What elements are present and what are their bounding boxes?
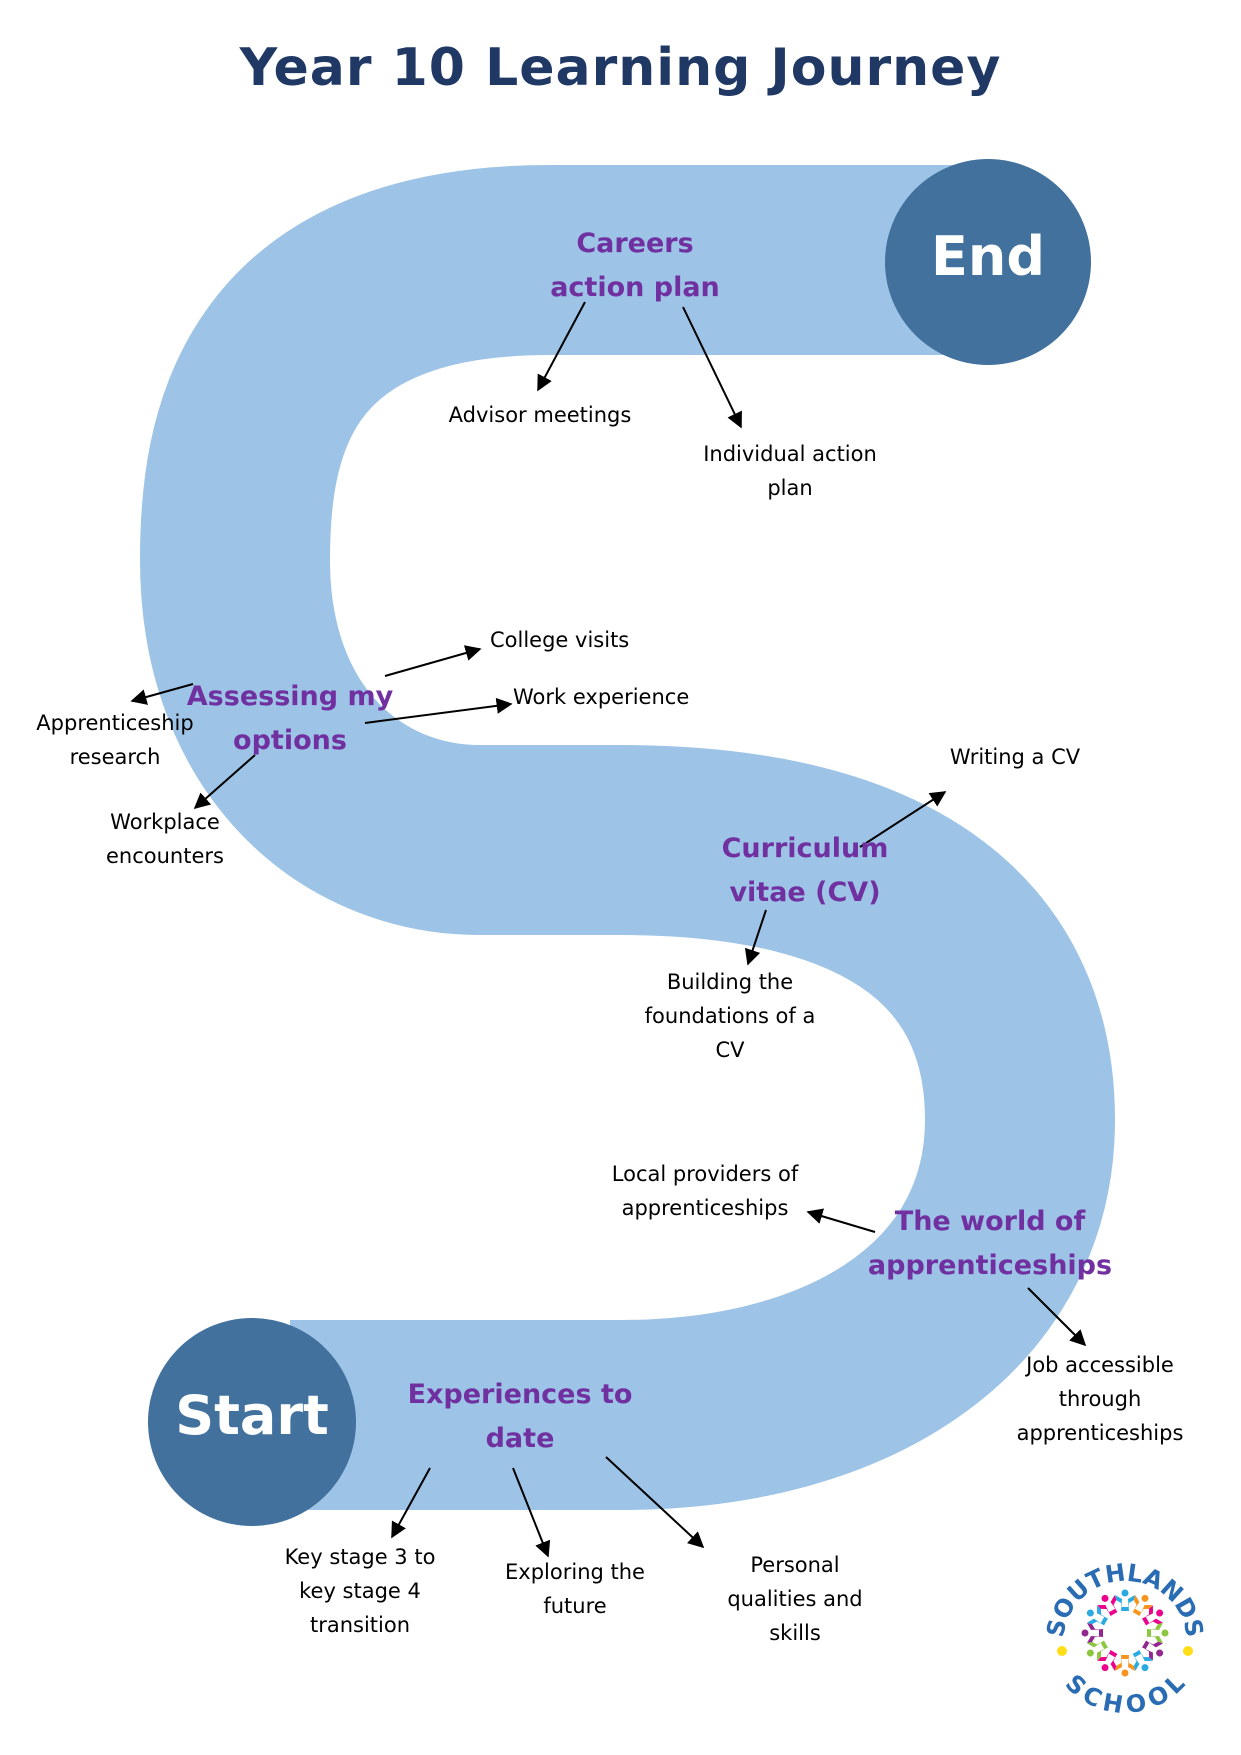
- stage-line: apprenticeships: [867, 1250, 1113, 1281]
- stage-experiences-to-date: Experiences to date: [400, 1373, 640, 1461]
- subtopic-local-providers: Local providers of apprenticeships: [600, 1157, 810, 1225]
- logo-person-figure: [1097, 1594, 1118, 1616]
- logo-person-figure: [1132, 1650, 1153, 1672]
- arrows: [130, 301, 1087, 1558]
- subtopic-line: Personal: [750, 1553, 840, 1577]
- stage-line: The world of: [894, 1206, 1086, 1237]
- arrow-experiences-to-exploring: [512, 1467, 551, 1558]
- subtopic-line: Job accessible: [1026, 1353, 1174, 1377]
- arrow-apprenticeships-to-job: [1027, 1287, 1087, 1347]
- subtopic-line: Apprenticeship: [36, 711, 194, 735]
- subtopic-line: Advisor meetings: [448, 403, 632, 427]
- logo-person-figure: [1086, 1640, 1108, 1661]
- end-node-label: End: [931, 225, 1045, 288]
- stage-line: Experiences to: [407, 1379, 633, 1410]
- logo-dot-right: [1183, 1646, 1193, 1656]
- subtopic-line: encounters: [106, 844, 224, 868]
- stage-line: Curriculum: [721, 833, 889, 864]
- stage-line: vitae (CV): [729, 877, 881, 908]
- subtopic-line: College visits: [490, 628, 630, 652]
- subtopic-writing-a-cv: Writing a CV: [930, 740, 1100, 774]
- arrow-options-to-workplace: [193, 754, 256, 810]
- arrow-experiences-to-personal: [605, 1456, 705, 1549]
- subtopic-line: Local providers of: [611, 1162, 799, 1186]
- stage-line: Assessing my: [186, 681, 394, 712]
- stage-line: Careers: [576, 228, 694, 259]
- arrow-apprenticeships-to-local: [806, 1208, 876, 1233]
- subtopic-line: Exploring the: [505, 1560, 645, 1584]
- start-node-label: Start: [175, 1384, 329, 1447]
- subtopic-work-experience: Work experience: [513, 680, 713, 714]
- southlands-school-logo: SOUTHLANDS SCHOOL: [1041, 1558, 1209, 1719]
- logo-person-figure: [1132, 1594, 1153, 1616]
- logo-dot-left: [1057, 1646, 1067, 1656]
- arrow-cv-to-building: [744, 909, 767, 966]
- subtopic-line: CV: [715, 1038, 745, 1062]
- subtopic-line: Individual action: [703, 442, 877, 466]
- subtopic-line: key stage 4: [299, 1579, 421, 1603]
- subtopic-workplace-encounters: Workplace encounters: [90, 805, 240, 873]
- page-title: Year 10 Learning Journey: [239, 38, 1002, 98]
- logo-person-figure: [1086, 1605, 1108, 1626]
- arrow-careers-to-individual-plan: [682, 306, 742, 429]
- journey-path: [139, 165, 1116, 1510]
- arrow-experiences-to-ks3: [391, 1467, 431, 1539]
- subtopic-line: Writing a CV: [949, 745, 1081, 769]
- subtopic-line: Key stage 3 to: [284, 1545, 436, 1569]
- arrow-careers-to-advisor: [537, 301, 586, 392]
- arrow-options-to-college: [384, 645, 482, 677]
- subtopic-line: transition: [309, 1613, 411, 1637]
- arrow-cv-to-writing: [859, 791, 947, 848]
- subtopic-line: foundations of a: [644, 1004, 816, 1028]
- stage-line: action plan: [550, 272, 720, 303]
- subtopic-ks3-ks4-transition: Key stage 3 to key stage 4 transition: [270, 1540, 450, 1642]
- arrow-options-to-work-experience: [364, 697, 513, 724]
- subtopic-line: Work experience: [513, 685, 690, 709]
- subtopic-line: future: [543, 1594, 607, 1618]
- logo-person-figure: [1147, 1623, 1169, 1643]
- subtopic-line: plan: [767, 476, 813, 500]
- subtopic-line: Building the: [666, 970, 794, 994]
- subtopic-line: research: [69, 745, 161, 769]
- subtopic-apprenticeship-research: Apprenticeship research: [30, 706, 200, 774]
- subtopic-line: qualities and: [727, 1587, 863, 1611]
- logo-person-figure: [1142, 1605, 1164, 1626]
- start-node: [148, 1318, 356, 1526]
- stage-curriculum-vitae: Curriculum vitae (CV): [700, 827, 910, 915]
- stage-line: date: [485, 1423, 555, 1454]
- logo-person-figure: [1142, 1640, 1164, 1661]
- logo-figures: [1081, 1589, 1169, 1677]
- subtopic-line: Workplace: [110, 810, 220, 834]
- logo-person-figure: [1115, 1655, 1135, 1677]
- stage-careers-action-plan: Careers action plan: [520, 222, 750, 310]
- stage-line: options: [233, 725, 347, 756]
- stage-assessing-my-options: Assessing my options: [180, 675, 400, 763]
- stage-world-of-apprenticeships: The world of apprenticeships: [860, 1200, 1120, 1288]
- end-node: [885, 159, 1091, 365]
- subtopic-line: skills: [769, 1621, 821, 1645]
- subtopic-line: through: [1058, 1387, 1142, 1411]
- subtopic-exploring-the-future: Exploring the future: [490, 1555, 660, 1623]
- logo-top-text: SOUTHLANDS: [1041, 1558, 1209, 1639]
- subtopic-individual-action-plan: Individual action plan: [690, 437, 890, 505]
- logo-person-figure: [1115, 1589, 1135, 1611]
- logo-person-figure: [1081, 1623, 1103, 1643]
- subtopic-college-visits: College visits: [490, 623, 670, 657]
- subtopic-building-foundations-cv: Building the foundations of a CV: [625, 965, 835, 1067]
- subtopic-line: apprenticeships: [1016, 1421, 1184, 1445]
- arrow-options-to-apprenticeship-research: [130, 683, 194, 705]
- subtopic-advisor-meetings: Advisor meetings: [440, 398, 640, 432]
- subtopic-job-accessible: Job accessible through apprenticeships: [1000, 1348, 1200, 1450]
- subtopic-line: apprenticeships: [621, 1196, 789, 1220]
- logo-person-figure: [1097, 1650, 1118, 1672]
- subtopic-personal-qualities: Personal qualities and skills: [710, 1548, 880, 1650]
